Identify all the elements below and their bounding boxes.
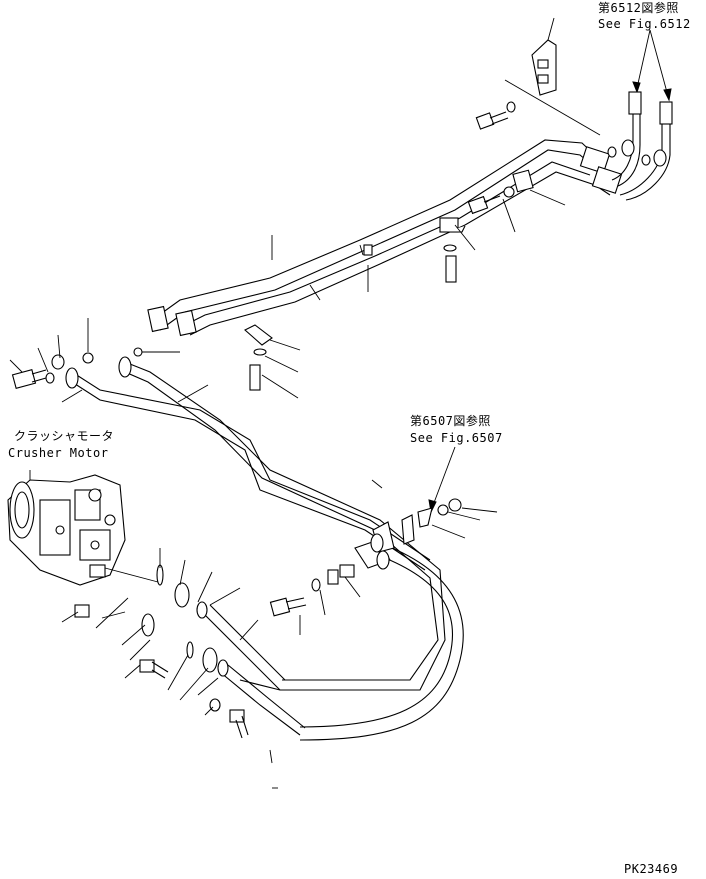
- crusher-motor-label-en: Crusher Motor: [8, 446, 108, 460]
- ref-6512-jp: 第6512図参照: [598, 0, 679, 15]
- lower-hose-loop: [71, 361, 464, 741]
- mid-left-clamps: [244, 235, 369, 399]
- upper-right-hoses: [607, 91, 673, 201]
- mid-right-clamps: [439, 169, 566, 283]
- ref-6507-jp: 第6507図参照: [410, 413, 491, 428]
- ref-6512-en: See Fig.6512: [598, 17, 691, 31]
- crusher-motor-label-jp: クラッシャモータ: [14, 429, 114, 443]
- lower-mid-clamps: [269, 479, 498, 789]
- crusher-motor: [7, 470, 159, 586]
- upper-bracket: [475, 17, 601, 136]
- left-flanges: [9, 318, 209, 403]
- upper-pipe-assembly: [147, 139, 623, 337]
- lower-flanges: [61, 548, 259, 739]
- drawing-code: PK23469: [624, 862, 678, 876]
- ref-6507-en: See Fig.6507: [410, 431, 503, 445]
- ref-6512-arrows: [632, 29, 672, 102]
